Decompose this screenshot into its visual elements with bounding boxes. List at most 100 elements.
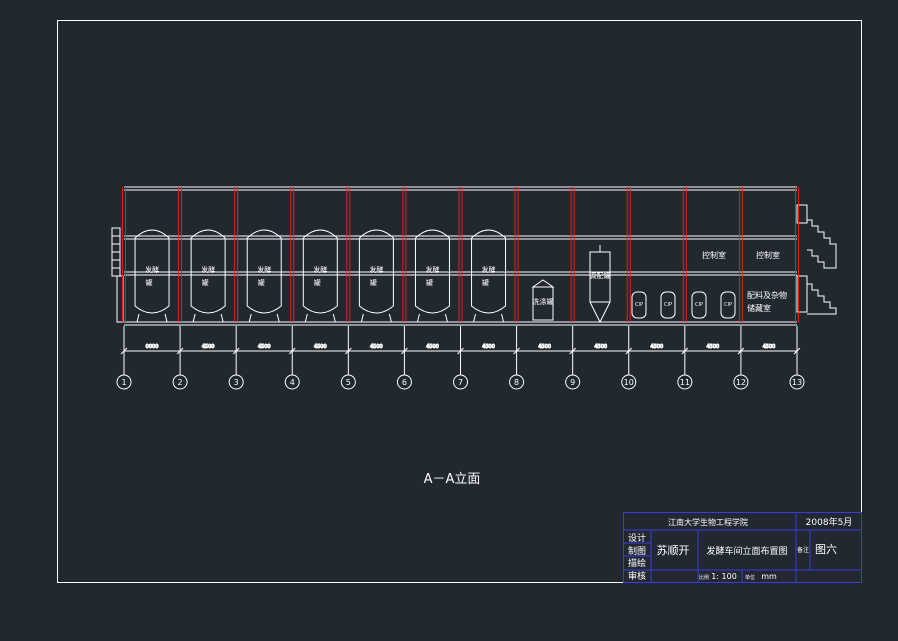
bay-dimension: 4500 xyxy=(594,344,607,350)
fermenter-leg xyxy=(192,313,196,323)
bay-dimension: 4500 xyxy=(426,344,439,350)
right-stairs xyxy=(796,204,837,315)
bay-dimension: 4500 xyxy=(650,344,663,350)
drawing-name: 发酵车间立面布置图 xyxy=(706,545,787,557)
cip-tank-label: CIP xyxy=(695,302,703,308)
fermenter-body xyxy=(414,229,450,314)
cip-tank-label: CIP xyxy=(664,302,672,308)
fermenter-leg xyxy=(220,313,224,323)
fermenter-label: 罐 xyxy=(202,278,209,287)
axis-bubble xyxy=(789,374,805,390)
fermenter-label: 罐 xyxy=(314,278,321,287)
cip-tank-3: CIP xyxy=(691,291,707,319)
fermenter-tank: 发酵罐 xyxy=(246,229,282,323)
fermenter-leg xyxy=(136,313,140,323)
column-grid xyxy=(122,187,799,322)
fermenter-label: 发酵 xyxy=(201,265,215,274)
fermenter-body xyxy=(302,229,338,314)
cip-tank-label: CIP xyxy=(724,302,732,308)
axis-bubble xyxy=(565,374,581,390)
bay-dimension: 4500 xyxy=(314,344,327,350)
fermenter-leg xyxy=(473,313,477,323)
bay-dimension: 4500 xyxy=(538,344,551,350)
axis-label: 13 xyxy=(792,378,802,387)
blending-tank: 调配罐 xyxy=(589,245,611,324)
bay-dimension: 4500 xyxy=(202,344,215,350)
row-review-label: 审核 xyxy=(628,570,646,582)
fermenter-label: 发酵 xyxy=(482,265,496,274)
section-title: A－A立面 xyxy=(424,472,481,487)
fermenter-leg xyxy=(388,313,392,323)
fermenter-leg xyxy=(332,313,336,323)
cip-tank-2: CIP xyxy=(660,291,676,319)
control-room-label: 控制室 xyxy=(756,250,780,260)
title-block xyxy=(623,512,862,583)
drawing-date: 2008年5月 xyxy=(806,516,853,528)
fermenter-label: 罐 xyxy=(258,278,265,287)
fermenter-tank: 发酵罐 xyxy=(414,229,450,323)
fermenter-label: 罐 xyxy=(146,278,153,287)
fermenter-leg xyxy=(444,313,448,323)
axis-bubble xyxy=(172,374,188,390)
fermenter-label: 发酵 xyxy=(145,265,159,274)
fermenter-body xyxy=(246,229,282,314)
fermenter-label: 发酵 xyxy=(425,265,439,274)
fermenter-label: 罐 xyxy=(482,278,489,287)
axis-label: 4 xyxy=(290,378,295,387)
axis-bubble xyxy=(453,374,468,390)
cip-tank-label: CIP xyxy=(635,302,643,308)
row-trace-label: 描绘 xyxy=(628,557,646,569)
remark-label: 备注 xyxy=(797,546,809,554)
fermenter-body xyxy=(134,229,170,314)
axis-bubble xyxy=(228,374,244,390)
fermenter-tank: 发酵罐 xyxy=(302,229,338,323)
row-draw-label: 制图 xyxy=(628,545,646,557)
fermenter-label: 罐 xyxy=(370,278,377,287)
fermenter-tank: 发酵罐 xyxy=(358,229,394,323)
axis-label: 12 xyxy=(736,378,746,387)
row-design-label: 设计 xyxy=(628,532,646,544)
axis-label: 7 xyxy=(458,378,463,387)
fermenter-label: 罐 xyxy=(426,278,433,287)
fermenter-label: 发酵 xyxy=(369,265,383,274)
cip-tank-4: CIP xyxy=(720,291,736,319)
axis-label: 1 xyxy=(121,378,126,387)
designer-name: 苏顺开 xyxy=(657,544,690,557)
title-block-text: 江南大学生物工程学院 2008年5月 设计 制图 描绘 审核 苏顺开 发酵车间立… xyxy=(628,516,852,582)
fermenter-label: 发酵 xyxy=(257,265,271,274)
fermenter-leg xyxy=(360,313,364,323)
fermenter-tank: 发酵罐 xyxy=(134,229,170,323)
fermenter-leg xyxy=(164,313,168,323)
scale-value: 1: 100 xyxy=(711,572,737,581)
building-elevation xyxy=(111,186,837,326)
axis-bubble xyxy=(340,374,356,390)
axis-bubble xyxy=(733,374,749,390)
scale-label: 比例 xyxy=(699,574,709,581)
axis-bubble xyxy=(677,374,693,390)
axis-label: 9 xyxy=(570,378,575,387)
figure-number: 图六 xyxy=(815,543,837,556)
axis-bubble xyxy=(396,374,412,390)
axis-label: 10 xyxy=(624,378,634,387)
axis-bubble xyxy=(509,374,525,390)
bay-dimension: 4500 xyxy=(258,344,271,350)
control-room-label: 控制室 xyxy=(702,250,726,260)
axis-label: 6 xyxy=(402,378,407,387)
washing-tank-label: 洗涤罐 xyxy=(533,297,554,306)
fermenter-leg xyxy=(248,313,252,323)
fermenter-leg xyxy=(276,313,280,323)
axis-label: 8 xyxy=(514,378,519,387)
cip-tank-1: CIP xyxy=(631,291,647,319)
axis-label: 3 xyxy=(234,378,239,387)
fermenter-label: 发酵 xyxy=(313,265,327,274)
institution-name: 江南大学生物工程学院 xyxy=(668,517,748,527)
unit-value: mm xyxy=(761,572,777,581)
bay-dimension: 4500 xyxy=(482,344,495,350)
axis-label: 5 xyxy=(346,378,351,387)
fermenter-leg xyxy=(501,313,505,323)
fermenter-tank: 发酵罐 xyxy=(471,229,507,323)
storage-room-label: 配料及杂物 xyxy=(747,290,787,300)
